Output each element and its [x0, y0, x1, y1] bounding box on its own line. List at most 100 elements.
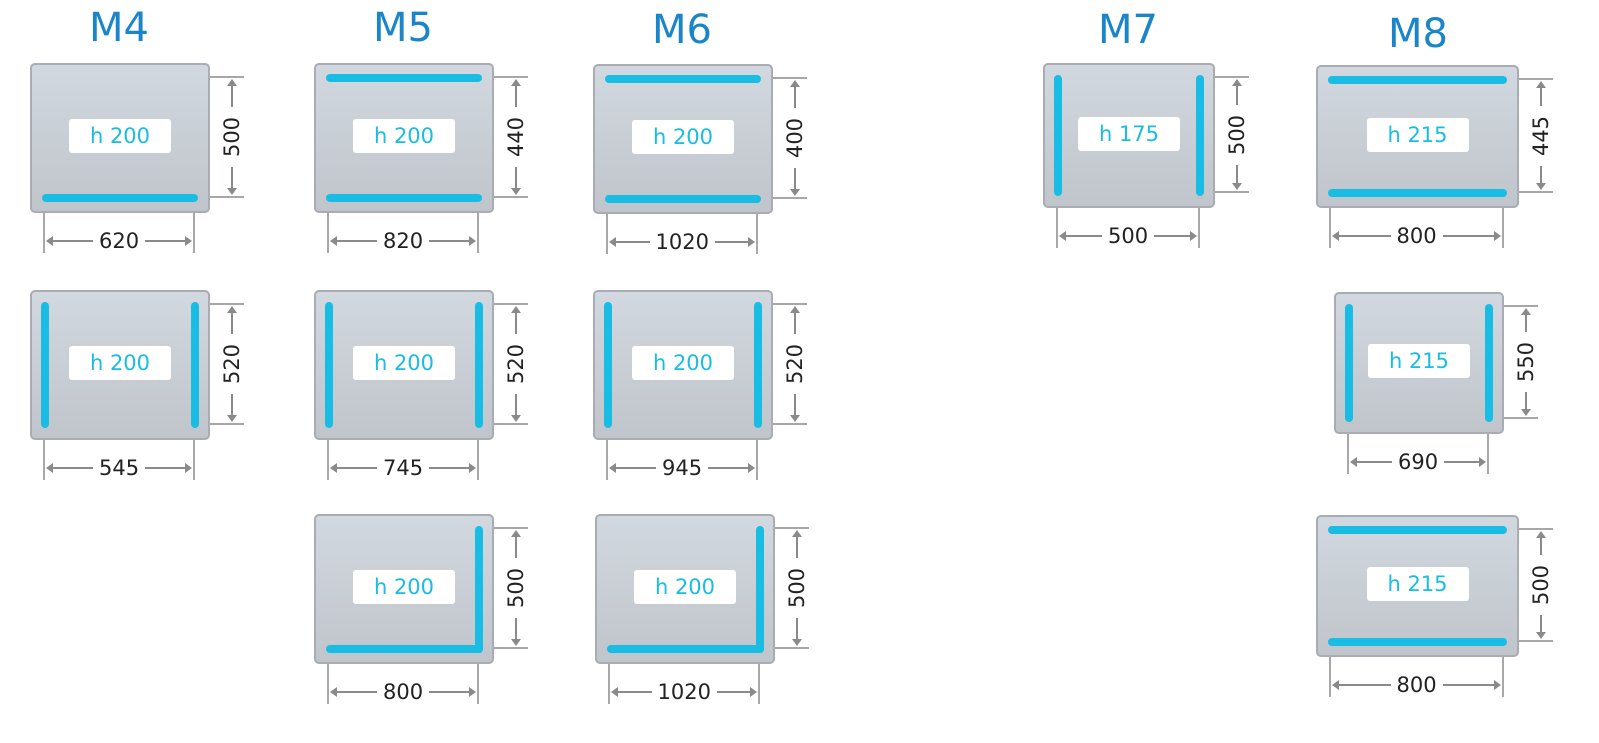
- arrowhead: [1521, 308, 1531, 315]
- width-value: 620: [93, 229, 146, 253]
- arrowhead: [790, 189, 800, 196]
- arrowhead: [330, 687, 337, 697]
- height-value: 445: [1528, 105, 1554, 166]
- height-value: 550: [1513, 332, 1539, 392]
- arrowhead: [511, 639, 521, 646]
- width-value: 545: [93, 456, 146, 480]
- width-value: 1020: [649, 230, 715, 254]
- drain-channel-left: [604, 302, 612, 428]
- drain-channel-left: [1345, 304, 1353, 422]
- width-value: 745: [377, 456, 430, 480]
- arrowhead: [748, 237, 755, 247]
- arrowhead: [1494, 231, 1501, 241]
- arrowhead: [1494, 680, 1501, 690]
- drain-channel-right: [475, 526, 483, 653]
- height-value: 500: [784, 558, 810, 618]
- drain-channel-top: [326, 74, 482, 82]
- arrowhead: [609, 463, 616, 473]
- arrowhead: [469, 236, 476, 246]
- arrowhead: [790, 80, 800, 87]
- depth-label: h 200: [632, 120, 734, 154]
- arrowhead: [1521, 409, 1531, 416]
- depth-label: h 200: [632, 346, 734, 380]
- arrowhead: [792, 639, 802, 646]
- arrowhead: [227, 415, 237, 422]
- depth-label: h 200: [69, 346, 171, 380]
- arrowhead: [511, 188, 521, 195]
- height-value: 500: [1528, 555, 1554, 615]
- sink-panel-m6: h 200: [593, 64, 773, 214]
- height-value: 500: [1224, 104, 1250, 165]
- sink-panel-m5: h 200: [314, 514, 494, 664]
- depth-label: h 200: [353, 119, 455, 153]
- width-value: 820: [377, 229, 430, 253]
- drain-channel-right: [191, 302, 199, 428]
- arrowhead: [1536, 183, 1546, 190]
- arrowhead: [609, 237, 616, 247]
- sink-panel-m4: h 200: [30, 63, 210, 213]
- sink-panel-m8: h 215: [1334, 292, 1504, 434]
- drain-channel-right: [754, 302, 762, 428]
- depth-label: h 200: [69, 119, 171, 153]
- depth-label: h 175: [1078, 116, 1180, 151]
- arrowhead: [469, 687, 476, 697]
- arrowhead: [1190, 231, 1197, 241]
- depth-label: h 200: [353, 570, 455, 604]
- arrowhead: [227, 306, 237, 313]
- width-value: 1020: [651, 680, 717, 704]
- height-value: 500: [503, 558, 529, 618]
- sink-panel-m4: h 200: [30, 290, 210, 440]
- depth-label: h 215: [1366, 567, 1469, 601]
- arrowhead: [46, 463, 53, 473]
- height-value: 520: [782, 334, 808, 394]
- height-value: 520: [219, 334, 245, 394]
- depth-label: h 200: [634, 570, 736, 604]
- title-m6: M6: [652, 7, 712, 53]
- drain-channel-bottom: [42, 194, 198, 202]
- height-value: 440: [503, 107, 529, 167]
- sink-panel-m6: h 200: [593, 290, 773, 440]
- depth-label: h 215: [1368, 344, 1470, 378]
- drain-channel-left: [41, 302, 49, 428]
- arrowhead: [185, 463, 192, 473]
- title-m5: M5: [373, 5, 433, 51]
- drain-channel-right: [756, 526, 764, 653]
- drain-channel-right: [475, 302, 483, 428]
- arrowhead: [330, 236, 337, 246]
- arrowhead: [792, 530, 802, 537]
- arrowhead: [1536, 81, 1546, 88]
- title-m7: M7: [1098, 7, 1158, 53]
- width-value: 945: [656, 456, 709, 480]
- arrowhead: [1232, 183, 1242, 190]
- drain-channel-right: [1196, 75, 1204, 196]
- drain-channel-top: [1328, 76, 1507, 84]
- width-value: 800: [377, 680, 430, 704]
- height-value: 500: [219, 107, 245, 167]
- drain-channel-left: [1054, 75, 1062, 196]
- arrowhead: [511, 306, 521, 313]
- arrowhead: [227, 79, 237, 86]
- drain-channel-top: [605, 75, 761, 83]
- arrowhead: [227, 188, 237, 195]
- arrowhead: [185, 236, 192, 246]
- title-m4: M4: [89, 5, 149, 51]
- drain-channel-bottom: [605, 195, 761, 203]
- height-value: 400: [782, 108, 808, 168]
- arrowhead: [511, 415, 521, 422]
- drain-channel-top: [1328, 526, 1507, 534]
- arrowhead: [511, 530, 521, 537]
- arrowhead: [330, 463, 337, 473]
- width-value: 690: [1392, 450, 1445, 474]
- depth-label: h 200: [353, 346, 455, 380]
- arrowhead: [469, 463, 476, 473]
- arrowhead: [1479, 457, 1486, 467]
- arrowhead: [1536, 531, 1546, 538]
- depth-label: h 215: [1366, 117, 1469, 152]
- sink-panel-m5: h 200: [314, 63, 494, 213]
- arrowhead: [790, 415, 800, 422]
- sink-panel-m7: h 175: [1043, 63, 1215, 208]
- arrowhead: [790, 306, 800, 313]
- width-value: 800: [1390, 224, 1443, 248]
- arrowhead: [611, 687, 618, 697]
- arrowhead: [1232, 79, 1242, 86]
